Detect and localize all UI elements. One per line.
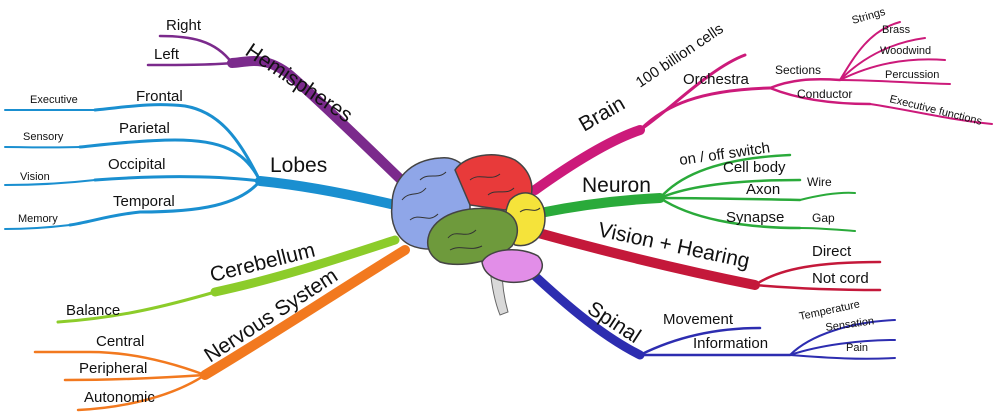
sensation-label: Sensation — [825, 315, 875, 334]
brain-illustration — [392, 155, 545, 315]
percussion-label: Percussion — [885, 69, 939, 81]
executive-label: Executive — [30, 94, 78, 106]
hemispheres-label: Hemispheres — [241, 39, 356, 127]
central-label: Central — [96, 333, 144, 350]
peripheral-label: Peripheral — [79, 360, 147, 377]
wire-label: Wire — [807, 175, 832, 189]
balance-label: Balance — [66, 302, 120, 319]
orchestra-label: Orchestra — [683, 71, 750, 88]
parietal-label: Parietal — [119, 120, 170, 137]
brain-label: Brain — [575, 92, 629, 136]
axon-label: Axon — [746, 181, 780, 198]
conductor-label: Conductor — [797, 87, 852, 101]
frontal-label: Frontal — [136, 88, 183, 105]
information-label: Information — [693, 335, 768, 352]
sections-label: Sections — [775, 63, 821, 77]
vision-label: Vision — [20, 171, 50, 183]
hemispheres-right-label: Right — [166, 17, 202, 34]
executive-functions-label: Executive functions — [888, 93, 983, 128]
cerebellum-branch: Cerebellum Balance — [58, 239, 395, 322]
direct-label: Direct — [812, 243, 852, 260]
occipital-label: Occipital — [108, 156, 166, 173]
gap-label: Gap — [812, 211, 835, 225]
not-cord-label: Not cord — [812, 270, 869, 287]
hemispheres-left-label: Left — [154, 46, 180, 63]
memory-label: Memory — [18, 213, 58, 225]
cell-body-label: Cell body — [723, 159, 786, 176]
lobes-label: Lobes — [270, 154, 327, 177]
brass-label: Brass — [882, 24, 911, 36]
woodwind-label: Woodwind — [880, 45, 931, 57]
synapse-label: Synapse — [726, 209, 784, 226]
temporal-label: Temporal — [113, 193, 175, 210]
movement-label: Movement — [663, 311, 734, 328]
autonomic-label: Autonomic — [84, 389, 155, 406]
sensory-label: Sensory — [23, 131, 64, 143]
neuron-label: Neuron — [582, 174, 651, 197]
pain-label: Pain — [846, 342, 868, 354]
